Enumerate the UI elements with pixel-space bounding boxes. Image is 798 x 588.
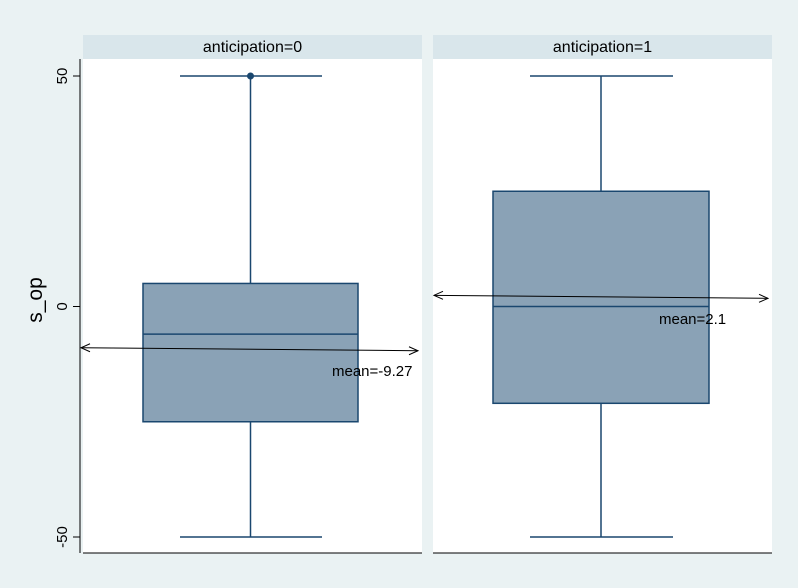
mean-label: mean=-9.27 — [332, 363, 412, 380]
mean-label: mean=2.1 — [659, 311, 726, 328]
panel-strip — [83, 35, 422, 59]
outlier-point — [247, 72, 254, 80]
iqr-box — [142, 282, 359, 423]
panel-0: anticipation=0 mean=-9.27 — [79, 35, 422, 554]
y-axis: -50 0 50 — [54, 59, 81, 553]
mean-line — [433, 294, 769, 299]
panel-strip-label: anticipation=1 — [553, 39, 652, 56]
panel-strip — [433, 35, 772, 59]
panel-1: anticipation=1 mean=2.1 — [432, 35, 772, 554]
mean-line — [80, 347, 419, 352]
y-axis-title: s_op — [24, 277, 47, 323]
y-tick-label: 0 — [54, 302, 71, 310]
y-tick-label: 50 — [54, 68, 71, 85]
mean-arrow-right — [408, 346, 420, 356]
y-tick-label: -50 — [54, 526, 71, 548]
panel-strip-label: anticipation=0 — [203, 39, 302, 56]
mean-arrow-right — [758, 293, 770, 303]
panels: anticipation=0 mean=-9.27 anticipation=1 me… — [79, 35, 772, 554]
mean-arrow-left — [79, 343, 91, 353]
mean-arrow-left — [432, 290, 444, 300]
